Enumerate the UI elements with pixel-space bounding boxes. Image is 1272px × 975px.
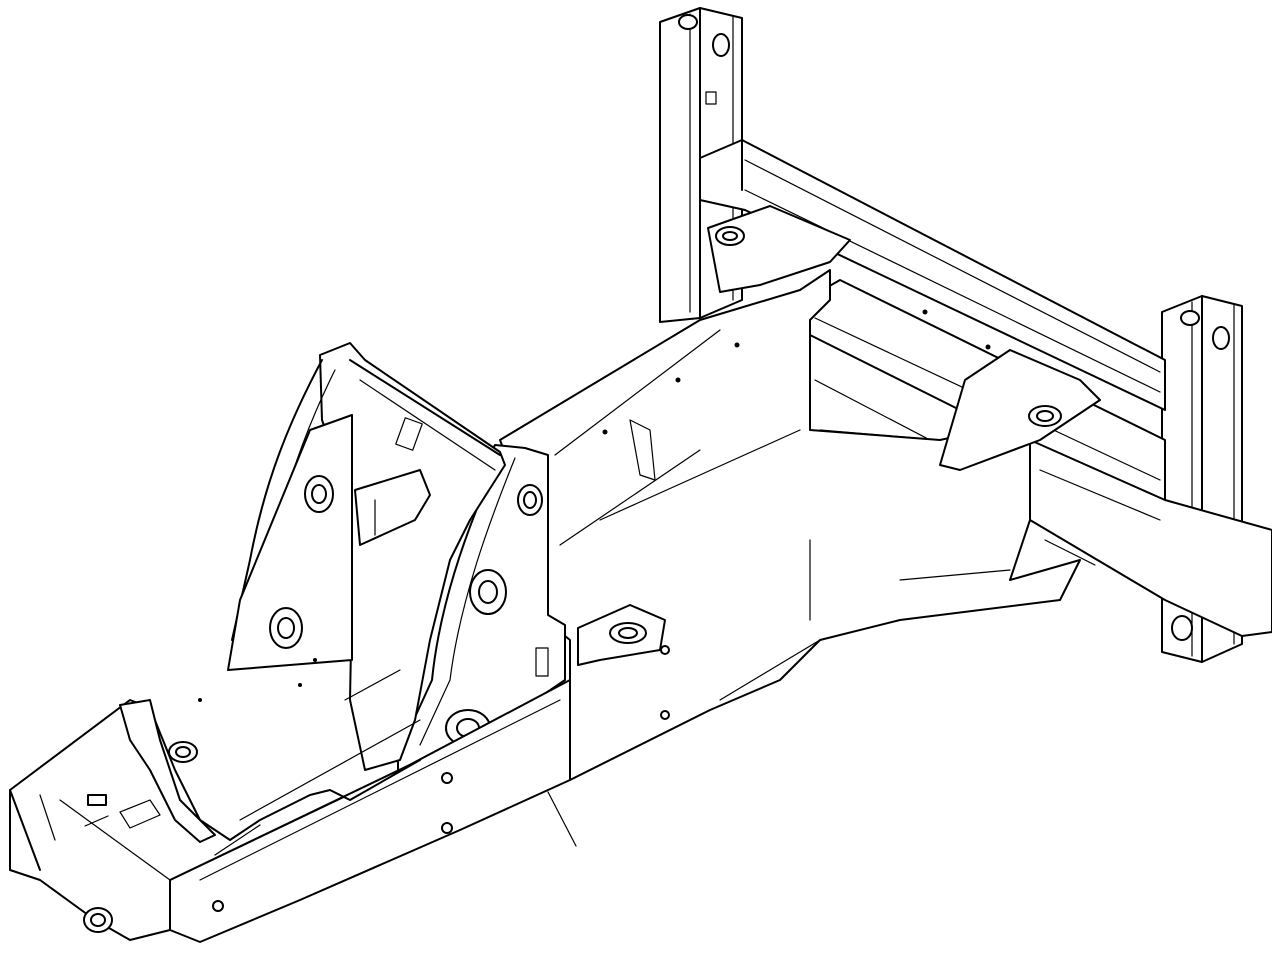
- mast-pin-hole: [712, 33, 730, 57]
- right-pivot-bracket: [707, 205, 1101, 471]
- front-frame-right-rail: [499, 269, 1081, 781]
- front-frame-left-rail: [9, 658, 421, 941]
- leader-line: [547, 791, 577, 847]
- rail-detail-lines: [214, 309, 991, 856]
- front-frame-bottom-plate: [169, 645, 670, 943]
- left-loader-tower: [227, 342, 506, 771]
- center-pivot: [577, 604, 666, 666]
